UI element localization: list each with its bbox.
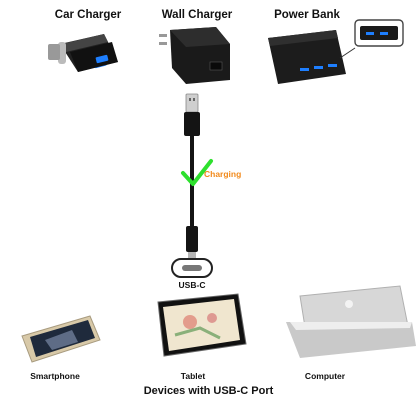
usb-c-plug-icon [186, 226, 198, 258]
tablet-image [157, 293, 247, 357]
smartphone-image [21, 315, 101, 363]
source-label-wall-charger: Wall Charger [161, 9, 233, 21]
usb-a-plug-icon [184, 93, 200, 136]
source-label-car-charger: Car Charger [54, 9, 122, 21]
diagram-caption: Devices with USB-C Port [143, 385, 274, 397]
power-bank-image [268, 19, 404, 84]
usb-c-port-icon [171, 258, 213, 278]
device-label-computer: Computer [304, 371, 346, 381]
usb-c-label: USB-C [178, 280, 206, 290]
car-charger-image [48, 34, 118, 72]
wall-charger-image [159, 27, 230, 84]
check-mark-icon [181, 159, 213, 186]
device-label-smartphone: Smartphone [30, 371, 80, 381]
source-label-power-bank: Power Bank [274, 9, 340, 21]
device-label-tablet: Tablet [180, 371, 206, 381]
charging-status-label: Charging [204, 169, 242, 179]
laptop-image [286, 285, 416, 358]
